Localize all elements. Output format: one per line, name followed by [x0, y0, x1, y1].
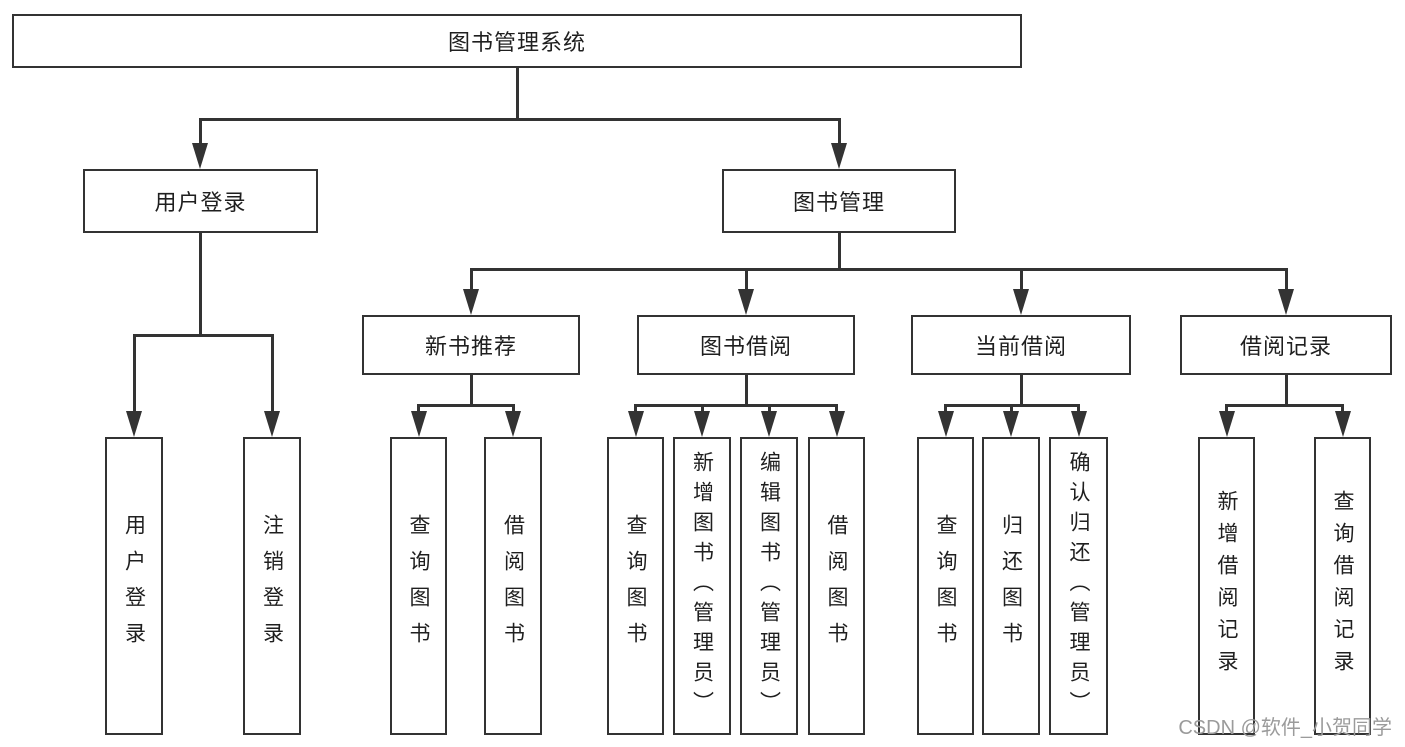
leaf-borrow-books-borrowing: 借阅图书	[808, 437, 865, 735]
connector-root-left-shaft	[198, 118, 202, 145]
connector-root-branch	[198, 118, 841, 121]
connector-borrowing-shaft-3	[767, 403, 771, 414]
connector-book-mgmt-branch	[469, 267, 1288, 271]
connector-current-shaft-2	[1009, 403, 1013, 414]
connector-book-mgmt-shaft-4	[1284, 267, 1288, 292]
node-book-borrowing-label: 图书借阅	[699, 334, 792, 359]
leaf-borrow-books-recommend-label: 借阅图书	[501, 514, 525, 658]
node-borrowing-records-label: 借阅记录	[1239, 334, 1332, 359]
connector-new-book-stem	[469, 375, 473, 406]
connector-user-login-stem	[198, 233, 202, 336]
node-book-borrowing: 图书借阅	[637, 315, 855, 375]
leaf-user-login: 用户登录	[105, 437, 163, 735]
connector-borrowing-shaft-1	[634, 403, 637, 414]
leaf-return-books-label: 归还图书	[999, 514, 1023, 658]
connector-root-stem	[515, 68, 519, 121]
connector-book-mgmt-shaft-2	[744, 267, 748, 292]
connector-current-shaft-1	[944, 403, 947, 414]
connector-current-shaft-3	[1077, 403, 1080, 414]
node-root: 图书管理系统	[12, 14, 1022, 68]
csdn-watermark: CSDN @软件_小贺同学	[1178, 717, 1392, 739]
arrow-down-icon	[1334, 411, 1351, 437]
leaf-return-books: 归还图书	[982, 437, 1040, 735]
connector-records-branch	[1225, 403, 1344, 407]
node-user-login: 用户登录	[83, 169, 318, 233]
connector-records-shaft-1	[1225, 403, 1228, 414]
arrow-down-icon	[761, 411, 777, 437]
connector-records-shaft-2	[1341, 403, 1344, 414]
arrow-down-icon	[1278, 289, 1294, 315]
node-book-management-label: 图书管理	[792, 190, 885, 215]
arrow-down-icon	[1013, 289, 1029, 315]
arrow-down-icon	[1218, 411, 1235, 437]
arrow-down-icon	[1003, 411, 1019, 437]
connector-root-right-shaft	[837, 118, 841, 145]
leaf-confirm-return-admin: 确认归还（管理员）	[1049, 437, 1108, 735]
node-current-borrowing: 当前借阅	[911, 315, 1131, 375]
leaf-query-books-borrowing: 查询图书	[607, 437, 664, 735]
connector-book-mgmt-shaft-1	[469, 267, 473, 292]
arrow-down-icon	[505, 411, 521, 437]
connector-records-stem	[1284, 375, 1288, 406]
connector-borrowing-branch	[634, 403, 838, 407]
arrow-down-icon	[463, 289, 479, 315]
connector-new-book-shaft-2	[511, 403, 515, 414]
arrow-down-icon	[694, 411, 710, 437]
connector-book-mgmt-shaft-3	[1019, 267, 1023, 292]
leaf-borrow-books-recommend: 借阅图书	[484, 437, 542, 735]
arrow-down-icon	[1070, 411, 1087, 437]
node-book-management: 图书管理	[722, 169, 956, 233]
leaf-query-books-recommend: 查询图书	[390, 437, 447, 735]
node-new-book-recommendation: 新书推荐	[362, 315, 580, 375]
node-current-borrowing-label: 当前借阅	[974, 334, 1067, 359]
arrow-down-icon	[264, 411, 280, 437]
connector-borrowing-stem	[744, 375, 748, 406]
arrow-down-icon	[126, 411, 142, 437]
arrow-down-icon	[410, 411, 427, 437]
leaf-query-borrow-record-label: 查询借阅记录	[1331, 490, 1354, 682]
connector-current-stem	[1019, 375, 1023, 406]
connector-book-mgmt-stem	[837, 233, 841, 270]
leaf-query-books-borrowing-label: 查询图书	[624, 514, 647, 658]
leaf-user-login-label: 用户登录	[122, 514, 146, 658]
arrow-down-icon	[937, 411, 954, 437]
leaf-query-books-current-label: 查询图书	[934, 514, 957, 658]
leaf-logout: 注销登录	[243, 437, 301, 735]
leaf-add-books-admin-label: 新增图书（管理员）	[690, 451, 714, 721]
leaf-edit-books-admin-label: 编辑图书（管理员）	[757, 451, 781, 721]
arrow-down-icon	[627, 411, 644, 437]
leaf-add-borrow-record-label: 新增借阅记录	[1215, 490, 1238, 682]
leaf-add-books-admin: 新增图书（管理员）	[673, 437, 731, 735]
node-new-book-recommendation-label: 新书推荐	[424, 334, 517, 359]
leaf-borrow-books-borrowing-label: 借阅图书	[825, 514, 848, 658]
leaf-logout-label: 注销登录	[260, 514, 284, 658]
arrow-down-icon	[192, 143, 208, 169]
node-root-label: 图书管理系统	[447, 30, 586, 55]
leaf-query-books-current: 查询图书	[917, 437, 974, 735]
leaf-add-borrow-record: 新增借阅记录	[1198, 437, 1255, 735]
arrow-down-icon	[831, 143, 847, 169]
connector-borrowing-shaft-4	[835, 403, 838, 414]
connector-new-book-branch	[417, 403, 515, 407]
arrow-down-icon	[828, 411, 845, 437]
connector-user-login-shaft-1	[132, 333, 136, 412]
connector-user-login-shaft-2	[270, 333, 274, 412]
leaf-edit-books-admin: 编辑图书（管理员）	[740, 437, 798, 735]
connector-user-login-branch	[132, 333, 274, 337]
leaf-query-books-recommend-label: 查询图书	[407, 514, 430, 658]
connector-new-book-shaft-1	[417, 403, 420, 414]
leaf-confirm-return-admin-label: 确认归还（管理员）	[1067, 451, 1090, 721]
node-user-login-label: 用户登录	[154, 190, 247, 215]
connector-borrowing-shaft-2	[700, 403, 704, 414]
leaf-query-borrow-record: 查询借阅记录	[1314, 437, 1371, 735]
arrow-down-icon	[738, 289, 754, 315]
node-borrowing-records: 借阅记录	[1180, 315, 1392, 375]
